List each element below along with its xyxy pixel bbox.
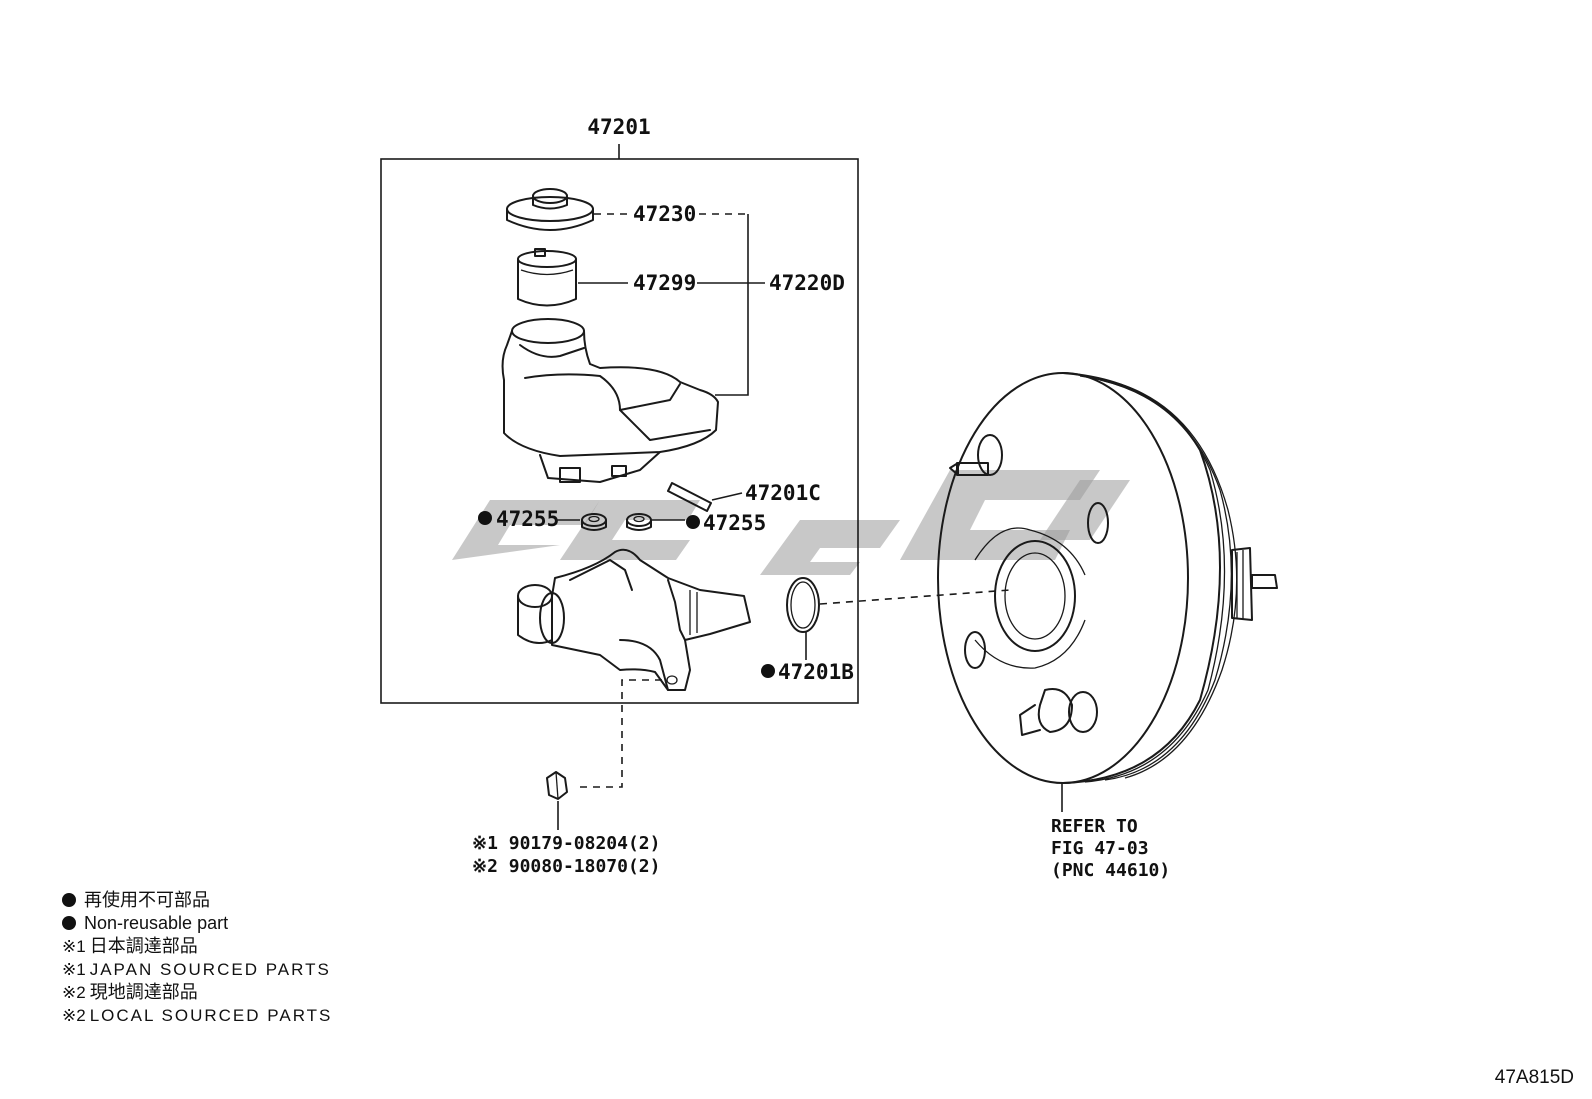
strainer-part [517, 248, 577, 307]
legend-note2-jp: 現地調達部品 [89, 982, 198, 1002]
bracket-47220D [715, 214, 749, 396]
callout-47230: 47230 [633, 202, 696, 226]
non-reusable-dot-47255-left [478, 511, 492, 525]
callout-47201: 47201 [587, 115, 650, 139]
legend-note2-mark: ※2 [62, 983, 86, 1002]
assembly-group-box [380, 158, 859, 704]
callout-47201B: 47201B [778, 660, 854, 684]
legend-note1-mark: ※1 [62, 960, 86, 979]
legend-note1-mark: ※1 [62, 937, 86, 956]
legend-note2-mark: ※2 [62, 1006, 86, 1025]
brake-booster-part [937, 372, 1278, 812]
callout-47255-left: 47255 [496, 507, 559, 531]
legend-row-non-reusable-jp: 再使用不可部品 [62, 889, 332, 912]
nut-dashed-path [580, 679, 662, 788]
booster-ref-line2: FIG 47-03 [1051, 838, 1149, 859]
non-reusable-dot-47255-right [686, 515, 700, 529]
callout-47220D: 47220D [769, 271, 845, 295]
legend-non-reusable-jp: 再使用不可部品 [84, 890, 210, 910]
grommet-left-part [581, 513, 607, 531]
booster-ref-line3: (PNC 44610) [1051, 860, 1170, 881]
legend-note1-en: JAPAN SOURCED PARTS [89, 960, 331, 979]
o-ring-part [786, 577, 820, 633]
master-cylinder-body-part [517, 548, 751, 691]
callout-47201C: 47201C [745, 481, 821, 505]
reservoir-cap-part [506, 188, 594, 231]
callout-note2-part: ※2 90080-18070(2) [472, 856, 660, 877]
pin-part [667, 482, 712, 512]
figure-code: 47A815D [1494, 1067, 1574, 1088]
legend-dot-icon [62, 893, 76, 907]
legend-non-reusable-en: Non-reusable part [84, 913, 229, 933]
grommet-right-part [626, 513, 652, 531]
legend-note2-en: LOCAL SOURCED PARTS [89, 1006, 333, 1025]
legend-note1-jp: 日本調達部品 [89, 936, 198, 956]
callout-47255-right: 47255 [703, 511, 766, 535]
callout-47299: 47299 [633, 271, 696, 295]
leader-47201C [711, 492, 743, 501]
mount-line [819, 589, 1011, 605]
legend-row-non-reusable-en: Non-reusable part [62, 912, 332, 935]
reservoir-tank-part [501, 318, 719, 483]
booster-ref-line1: REFER TO [1051, 816, 1138, 837]
nut-part [546, 771, 568, 800]
non-reusable-dot-47201B [761, 664, 775, 678]
legend-dot-icon [62, 916, 76, 930]
callout-note1-part: ※1 90179-08204(2) [472, 833, 660, 854]
